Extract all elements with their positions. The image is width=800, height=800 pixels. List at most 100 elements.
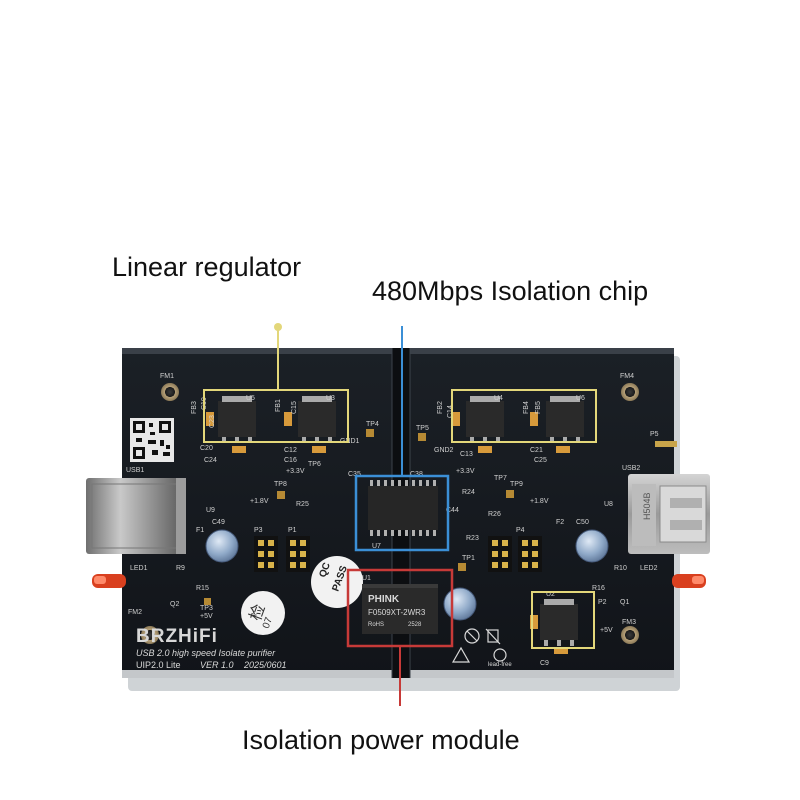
silk-fm4: FM4	[620, 373, 634, 380]
silk-c35: C35	[348, 471, 361, 478]
silk-fb2: FB2	[437, 401, 444, 414]
silk-c20: C20	[200, 445, 213, 452]
silk-p3: P3	[254, 527, 263, 534]
pin-header-p2	[488, 536, 512, 572]
silk-v18a: +1.8V	[250, 498, 269, 505]
callout-linear-regulator: Linear regulator	[112, 252, 302, 282]
board-model: UIP2.0 Lite	[136, 660, 181, 670]
silk-r15: R15	[196, 585, 209, 592]
usb-a-label: H504B	[642, 492, 652, 520]
silk-c16: C16	[284, 457, 297, 464]
silk-p1: P1	[288, 527, 297, 534]
led-right	[672, 574, 706, 588]
callout-power-module-marker	[346, 568, 454, 706]
brand-logo: BRZHiFi	[136, 626, 218, 647]
smd-capacitors	[206, 412, 570, 654]
qr-code	[130, 418, 174, 462]
test-point-pads	[204, 429, 514, 605]
silk-fm2: FM2	[128, 609, 142, 616]
silk-f1: F1	[196, 527, 204, 534]
silk-p5: P5	[650, 431, 659, 438]
silk-v33b: +3.3V	[456, 468, 475, 475]
silk-gnd2: GND2	[434, 447, 454, 454]
mount-hole-fm3	[621, 626, 639, 644]
board-description: USB 2.0 high speed Isolate purifier	[136, 648, 276, 658]
usb-a-connector	[628, 474, 710, 554]
silk-v33a: +3.3V	[286, 468, 305, 475]
led-left	[92, 574, 126, 588]
silk-q1: Q1	[620, 599, 629, 606]
silk-c15: C15	[291, 401, 298, 414]
isolation-power-module	[362, 584, 438, 634]
silk-u6: U6	[576, 395, 585, 402]
silk-c50: C50	[576, 519, 589, 526]
electrolytic-cap-c49	[205, 529, 239, 563]
silk-tp9: TP9	[510, 481, 523, 488]
silk-led1: LED1	[130, 565, 148, 572]
silk-r16: R16	[592, 585, 605, 592]
silk-tp8: TP8	[274, 481, 287, 488]
silk-tp1: TP1	[462, 555, 475, 562]
pin-header-p1	[286, 536, 310, 572]
silk-fb3: FB3	[191, 401, 198, 414]
silk-tp7: TP7	[494, 475, 507, 482]
silk-r25: R25	[296, 501, 309, 508]
callout-isolation-chip: 480Mbps Isolation chip	[372, 276, 649, 306]
silk-u9: U9	[206, 507, 215, 514]
pin-header-p4	[518, 536, 542, 572]
mount-hole-fm4	[621, 383, 639, 401]
silk-p2: P2	[598, 599, 607, 606]
silk-v5b: +5V	[600, 627, 613, 634]
silk-r26: R26	[488, 511, 501, 518]
usb-b-connector	[86, 478, 186, 554]
test-pin-p5	[655, 441, 677, 447]
silk-c49: C49	[212, 519, 225, 526]
silk-fb4: FB4	[523, 401, 530, 414]
silk-fm3: FM3	[622, 619, 636, 626]
silk-u2: U2	[546, 591, 555, 598]
silk-c14: C14	[447, 405, 454, 418]
silk-v5a: +5V	[200, 613, 213, 620]
silk-r9: R9	[176, 565, 185, 572]
silk-c12: C12	[284, 447, 297, 454]
silk-fm1: FM1	[160, 373, 174, 380]
silk-c13: C13	[460, 451, 473, 458]
qc-line1: QC	[317, 561, 332, 579]
silk-usb2: USB2	[622, 465, 640, 472]
silk-usb1: USB1	[126, 467, 144, 474]
silk-r23: R23	[466, 535, 479, 542]
silk-c21: C21	[530, 447, 543, 454]
silk-fb5: FB5	[535, 401, 542, 414]
regulator-u2	[540, 599, 578, 646]
compliance-icons	[451, 628, 507, 663]
mount-hole-fm2	[141, 626, 159, 644]
silk-led2: LED2	[640, 565, 658, 572]
isolation-chip-u7	[368, 480, 438, 536]
silk-q2: Q2	[170, 601, 179, 608]
silk-c25: C25	[534, 457, 547, 464]
silk-p4: P4	[516, 527, 525, 534]
silk-u4: U4	[494, 395, 503, 402]
module-brand: PHINK	[368, 594, 400, 605]
pin-header-p3	[254, 536, 278, 572]
callout-regulator-marker	[203, 323, 597, 649]
regulator-u6	[546, 396, 584, 443]
silk-c44: C44	[446, 507, 459, 514]
silk-c9: C9	[540, 660, 549, 667]
electrolytic-cap-c43	[443, 587, 477, 621]
mount-hole-fm1	[161, 383, 179, 401]
silk-c38: C38	[410, 471, 423, 478]
silk-f2: F2	[556, 519, 564, 526]
regulator-u4	[466, 396, 504, 443]
board-date: 2025/0601	[243, 660, 287, 670]
silk-r10: R10	[614, 565, 627, 572]
silk-v18b: +1.8V	[530, 498, 549, 505]
module-part: F0509XT-2WR3	[368, 608, 426, 617]
inspection-sticker	[241, 591, 285, 635]
silk-tp5: TP5	[416, 425, 429, 432]
silk-u3: U3	[326, 395, 335, 402]
board-version: VER 1.0	[200, 660, 234, 670]
callout-isolation-power-module: Isolation power module	[242, 725, 520, 755]
lead-free-label: lead-free	[488, 662, 512, 668]
